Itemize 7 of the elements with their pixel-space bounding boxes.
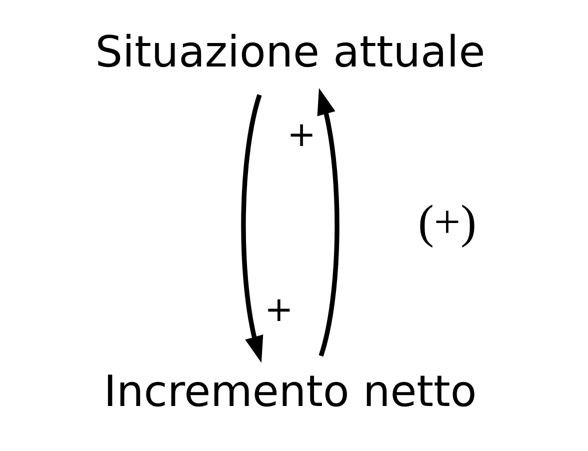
node-text: Incremento netto — [104, 367, 477, 418]
label: (+) — [418, 196, 476, 249]
edge-label: + — [264, 290, 294, 330]
arrow — [317, 88, 340, 357]
arrow — [241, 94, 264, 363]
node-text: Situazione attuale — [95, 27, 486, 78]
edge-label: + — [287, 115, 316, 156]
